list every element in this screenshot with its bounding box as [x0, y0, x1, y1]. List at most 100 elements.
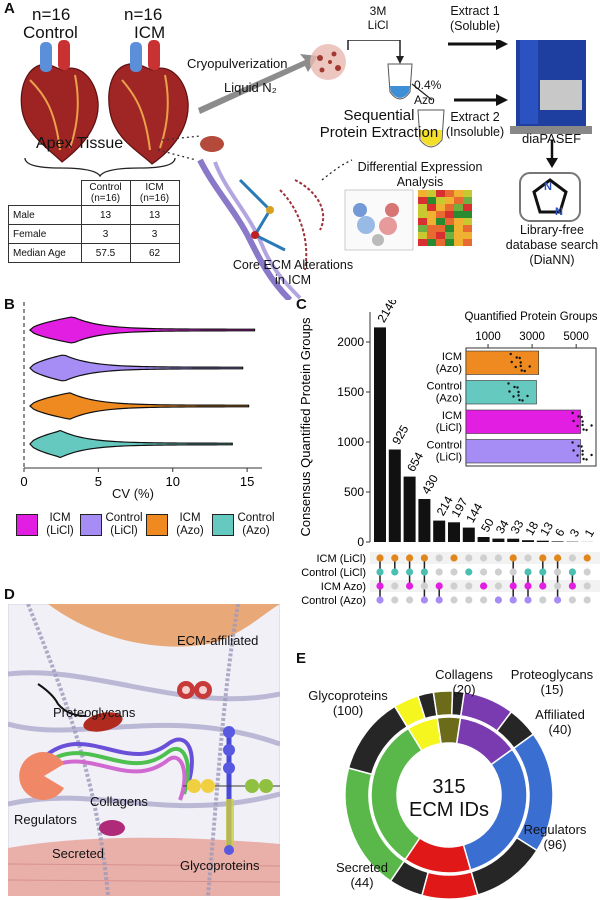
matrix-dot — [524, 554, 532, 562]
bar-value-label: 13 — [537, 519, 556, 538]
y-tick-label: 0 — [357, 535, 364, 549]
inset-point — [516, 386, 519, 389]
inset-point — [512, 395, 515, 398]
matrix-row-label: ICM (LiCl) — [317, 553, 367, 565]
legend-swatch — [212, 514, 234, 536]
matrix-dot — [480, 554, 488, 562]
inset-point — [581, 453, 584, 456]
bar — [388, 449, 401, 542]
matrix-dot — [391, 596, 399, 604]
matrix-dot — [583, 582, 591, 590]
heatmap-cell — [454, 225, 463, 232]
heatmap-cell — [427, 225, 436, 232]
inset-point — [576, 424, 579, 428]
matrix-dot — [494, 582, 502, 590]
matrix-dot — [480, 568, 488, 576]
inset-point — [580, 415, 583, 419]
heatmap-cell — [463, 225, 472, 232]
bar — [433, 520, 446, 542]
heatmap-cell — [454, 232, 463, 239]
matrix-dot — [435, 596, 443, 604]
legend-label: ICM(LiCl) — [46, 512, 74, 537]
matrix-row-label: Control (LiCl) — [301, 567, 366, 579]
y-axis-label: Consensus Quantified Protein Groups — [298, 317, 313, 536]
svg-text:N: N — [544, 181, 552, 193]
matrix-dot — [406, 568, 414, 576]
y-tick-label: 1000 — [337, 435, 364, 449]
collagen-icon — [46, 737, 194, 801]
matrix-dot — [465, 596, 473, 604]
matrix-dot — [554, 568, 562, 576]
heatmap-cell — [427, 197, 436, 204]
matrix-dot — [376, 554, 384, 562]
panel-letter-d: D — [4, 586, 15, 603]
heatmap-cell — [445, 232, 454, 239]
bar — [536, 540, 549, 542]
inset-point — [513, 385, 516, 389]
label-collagens: Collagens — [90, 794, 148, 809]
proteoglycan-icon — [37, 683, 123, 732]
label-glycoproteins: Glycoproteins — [180, 858, 260, 873]
matrix-dot — [435, 554, 443, 562]
ecm-donut-chart — [344, 690, 554, 900]
matrix-dot — [524, 582, 532, 590]
inset-point — [519, 364, 522, 368]
inset-point — [520, 369, 523, 372]
violin-2 — [29, 392, 250, 420]
matrix-dot — [539, 568, 547, 576]
matrix-dot — [450, 582, 458, 590]
matrix-row-label: ICM Azo) — [321, 581, 366, 593]
matrix-dot — [406, 554, 414, 562]
bar-value-label: 34 — [493, 517, 512, 536]
matrix-dot — [450, 596, 458, 604]
secreted-icon — [99, 820, 125, 836]
matrix-dot — [554, 582, 562, 590]
extract2-label: Extract 2(Insoluble) — [445, 110, 505, 139]
control-n: n=16 — [32, 5, 71, 24]
matrix-dot — [539, 582, 547, 590]
matrix-dot — [539, 554, 547, 562]
heatmap-cell — [454, 239, 463, 246]
heatmap-cell — [436, 225, 445, 232]
donut-hole — [398, 744, 500, 846]
heatmap-cell — [418, 218, 427, 225]
inset-point — [582, 457, 585, 461]
donut-label-collagens: Collagens(20) — [435, 667, 493, 697]
matrix-dot — [465, 554, 473, 562]
heatmap-cell — [436, 211, 445, 218]
matrix-dot — [391, 554, 399, 562]
inset-point — [576, 454, 579, 457]
inset-tick-label: 5000 — [563, 331, 589, 343]
heatmap-cell — [427, 204, 436, 211]
heatmap-cell — [445, 204, 454, 211]
table-row: Median Age 57.5 62 — [8, 243, 180, 263]
icm-label: ICM — [134, 23, 166, 42]
bar-value-label: 925 — [389, 422, 411, 447]
inset-tick-label: 1000 — [475, 331, 501, 343]
demographics-table: Control (n=16) ICM (n=16) Male 13 13 Fem… — [8, 180, 180, 263]
donut-label-glycoproteins: Glycoproteins(100) — [308, 688, 388, 718]
apex-tissue-label: Apex Tissue — [36, 135, 124, 152]
matrix-dot — [420, 582, 428, 590]
heatmap-cell — [418, 225, 427, 232]
tube-azo-icon — [417, 109, 445, 148]
ecm-structure-icon — [197, 158, 325, 300]
inset-point — [508, 390, 511, 393]
liquid-n2-label: Liquid N₂ — [224, 80, 277, 95]
bar-value-label: 1 — [582, 526, 598, 539]
bar — [492, 538, 505, 542]
heatmap-cell — [445, 197, 454, 204]
matrix-dot — [509, 568, 517, 576]
heatmap-cell — [463, 211, 472, 218]
bar-value-label: 654 — [404, 449, 426, 474]
matrix-dot — [376, 596, 384, 604]
bar — [551, 541, 564, 542]
donut-center-label: 315 ECM IDs — [409, 776, 489, 821]
inset-point — [581, 420, 584, 423]
matrix-dot — [450, 554, 458, 562]
label-ecm-affiliated: ECM-affiliated — [177, 633, 259, 648]
heatmap-cell — [445, 190, 454, 197]
inset-tick-label: 3000 — [519, 331, 545, 343]
